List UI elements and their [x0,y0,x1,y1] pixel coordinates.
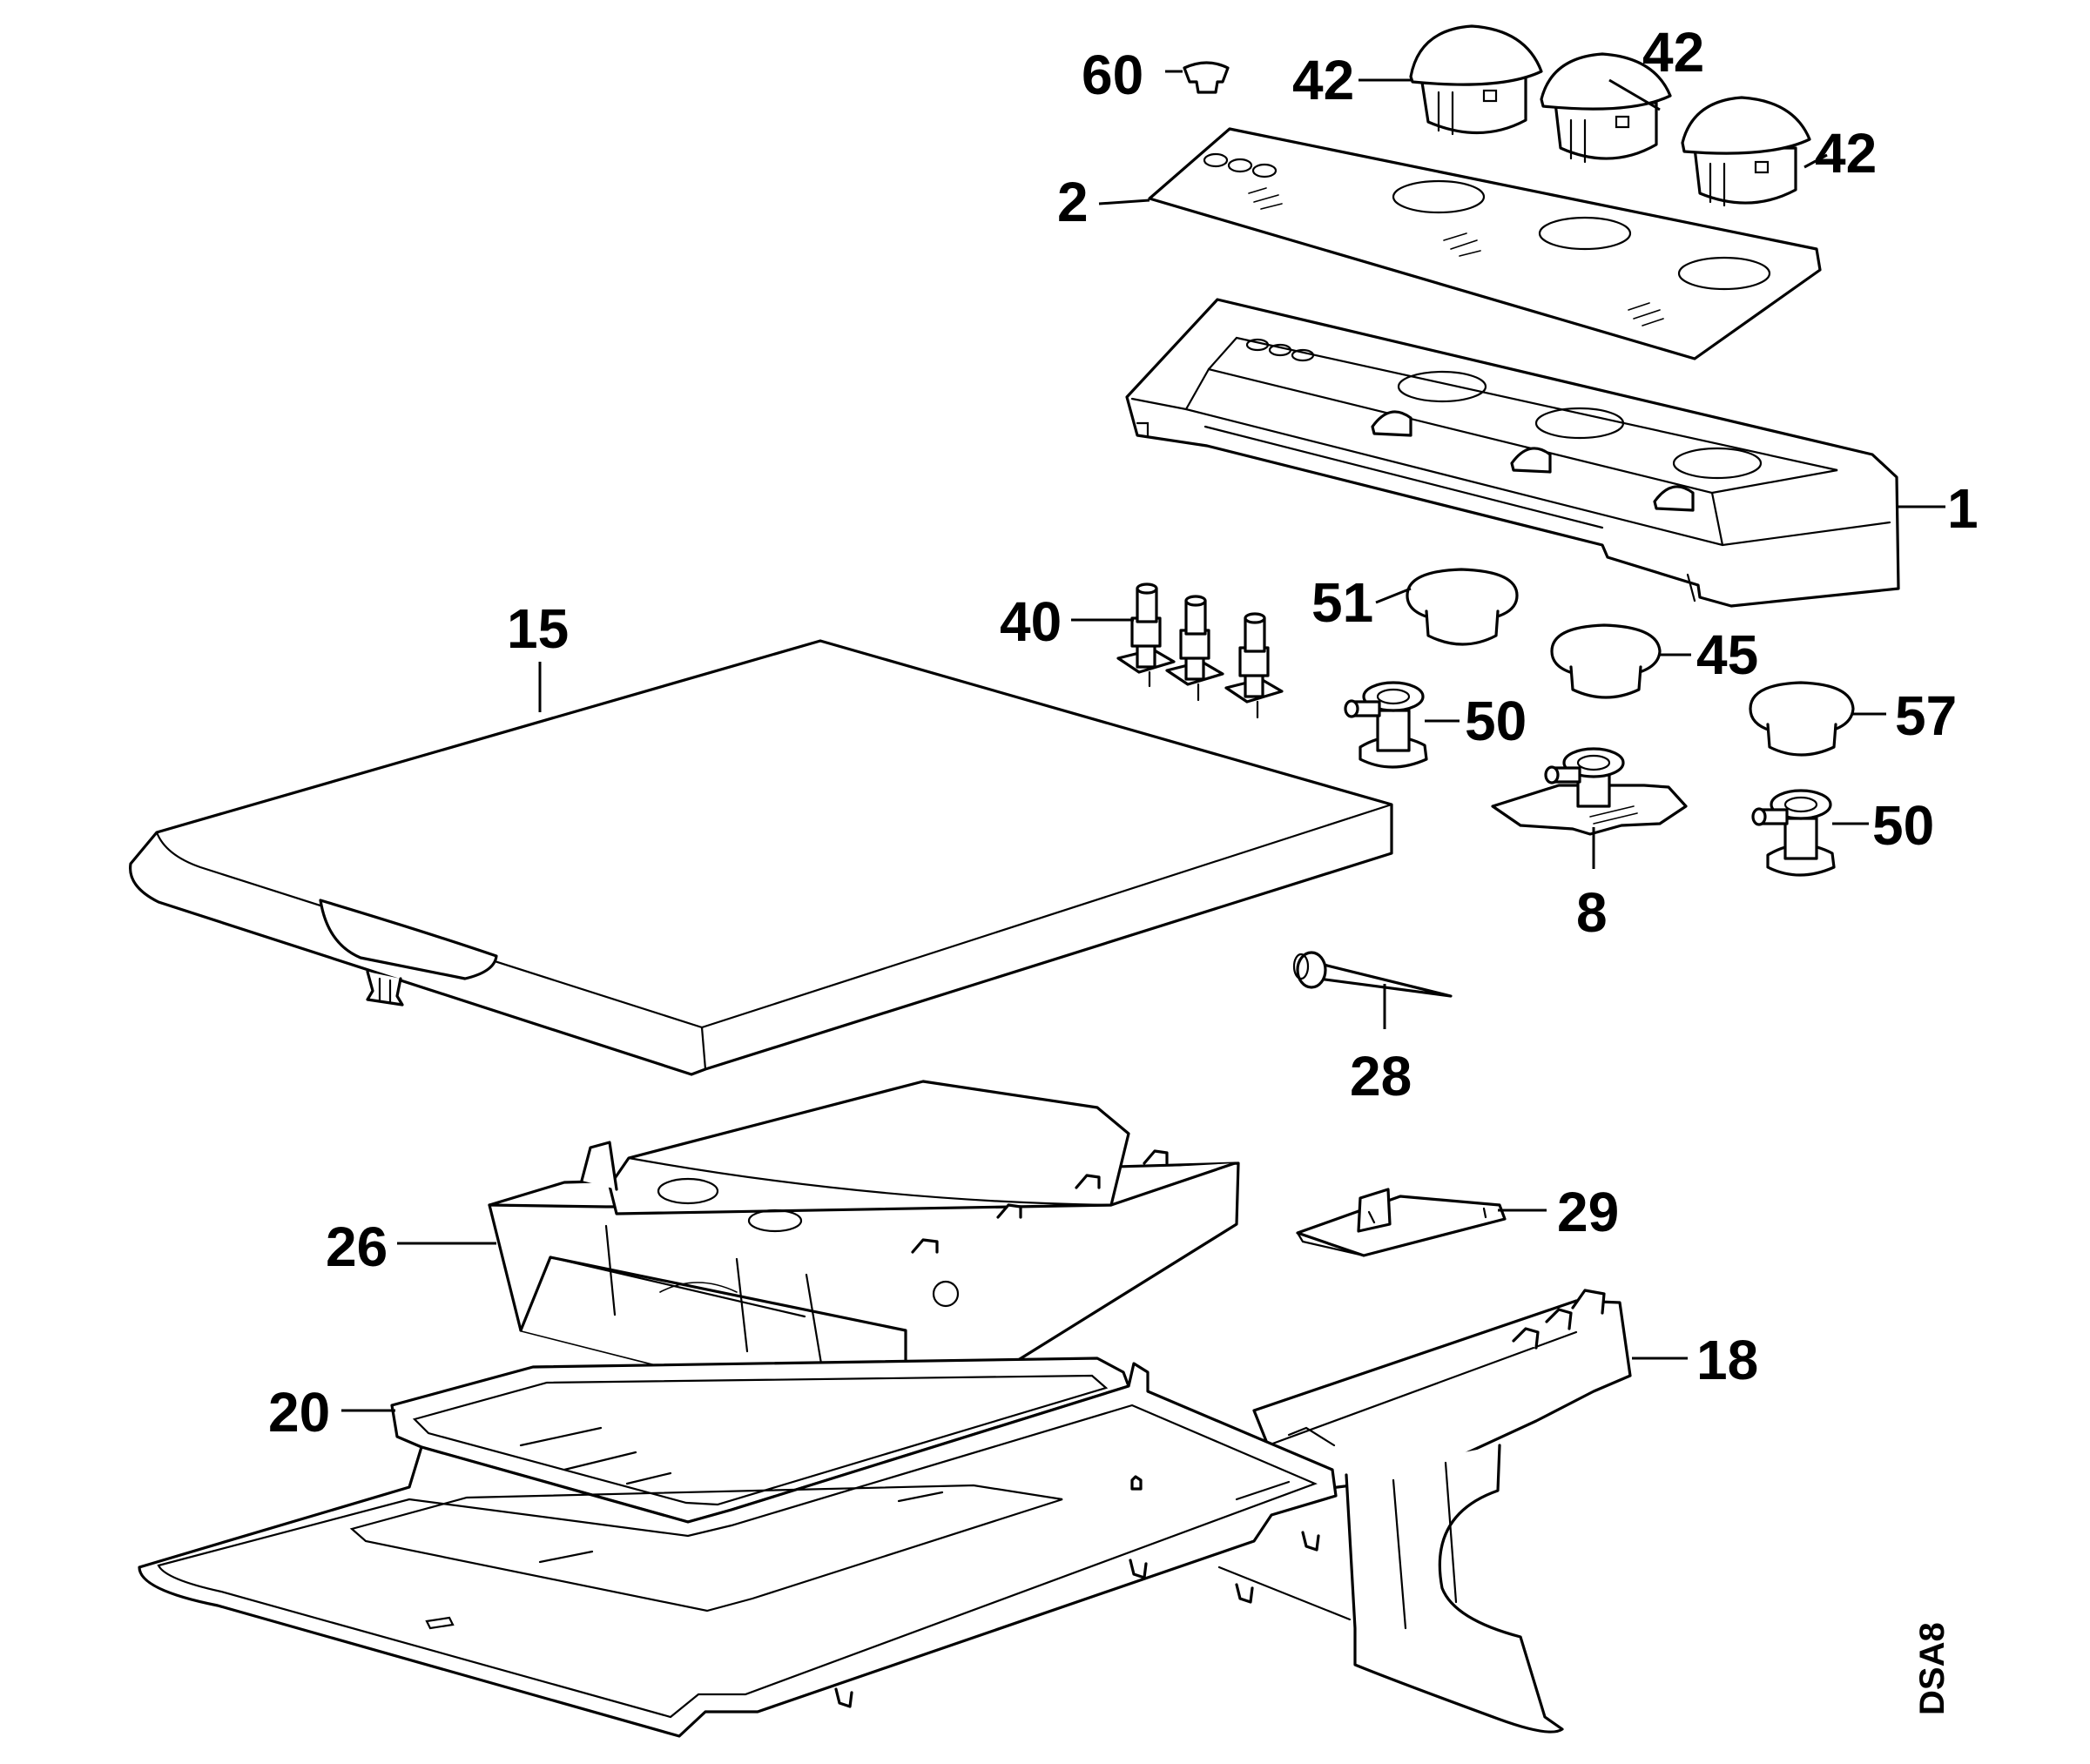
part-51-button[interactable] [1406,568,1519,646]
part-57-button[interactable] [1749,681,1855,757]
part-1-control-panel-housing[interactable] [1125,298,1900,608]
label-42-c: 42 [1815,122,1877,185]
part-8-valve-plate[interactable] [1491,747,1688,836]
part-42-knob-3[interactable] [1681,96,1811,207]
label-20: 20 [268,1381,330,1444]
part-26-dispenser[interactable] [488,1080,1240,1430]
label-45: 45 [1696,623,1758,686]
part-40-switch-3[interactable] [1224,612,1284,719]
diagram-code: DSA8 [1913,1622,1952,1715]
label-8: 8 [1576,881,1608,944]
label-60: 60 [1082,44,1143,106]
label-50-a: 50 [1465,690,1527,752]
part-labels: 60 42 42 42 2 1 51 45 57 40 50 50 8 15 2… [268,21,1979,1715]
label-29: 29 [1557,1181,1619,1243]
label-15: 15 [507,597,569,660]
base-top-plate[interactable] [138,1362,1352,1738]
part-28-pin[interactable] [1292,951,1453,998]
label-42-b: 42 [1642,21,1704,84]
label-51: 51 [1311,571,1373,634]
label-28: 28 [1350,1045,1412,1108]
part-60-plug[interactable] [1183,61,1230,94]
label-57: 57 [1895,684,1957,747]
label-2: 2 [1057,171,1089,233]
part-15-lid[interactable] [129,639,1393,1076]
part-18-hinge-bracket[interactable] [1252,1289,1632,1734]
part-42-knob-1[interactable] [1409,24,1543,136]
part-50-valve-2[interactable] [1751,789,1836,877]
leader-lines [341,70,1945,1412]
part-45-button[interactable] [1550,623,1662,699]
part-2-panel-overlay[interactable] [1148,127,1822,360]
label-40: 40 [1000,590,1062,653]
part-50-valve-1[interactable] [1344,681,1428,769]
part-40-switch-2[interactable] [1165,595,1224,702]
part-40-switch-1[interactable] [1116,582,1176,688]
label-50-b: 50 [1872,794,1934,857]
label-26: 26 [326,1215,388,1278]
label-1: 1 [1947,477,1979,540]
label-42-a: 42 [1292,49,1354,111]
part-42-knob-2[interactable] [1540,52,1672,164]
label-18: 18 [1696,1329,1758,1391]
part-29-slide[interactable] [1296,1188,1507,1257]
